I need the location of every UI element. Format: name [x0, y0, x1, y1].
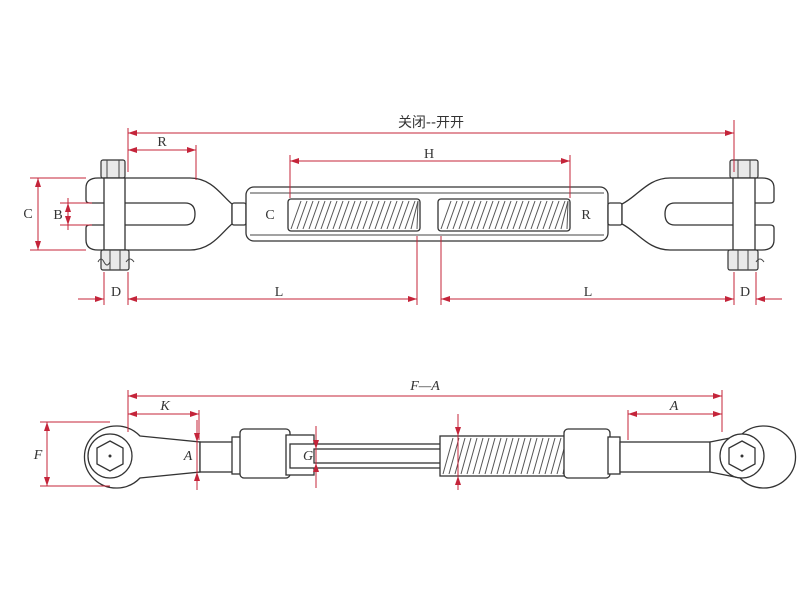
thread-line [530, 200, 542, 230]
thread-line [536, 200, 548, 230]
thread-line [548, 200, 560, 230]
thread-line [478, 437, 490, 475]
thread-line [494, 200, 506, 230]
thread-line [290, 200, 302, 230]
thread-line [410, 200, 419, 230]
thread-line [344, 200, 356, 230]
thread-line [464, 200, 476, 230]
left-jaw [85, 159, 247, 271]
thread-line [446, 200, 458, 230]
thread-line [296, 200, 308, 230]
thread-line [514, 437, 526, 475]
thread-line [524, 200, 536, 230]
nut-left [100, 249, 130, 271]
dim-label-b: B [53, 208, 62, 223]
dim-label-d-right: D [740, 285, 750, 300]
thread-line [314, 200, 326, 230]
thread-line [506, 200, 518, 230]
thread-line [308, 200, 320, 230]
thread-line [356, 200, 368, 230]
thread-line [476, 200, 488, 230]
thread-line [482, 200, 494, 230]
dim-label-r-left: R [157, 135, 167, 150]
nut-right [727, 249, 759, 271]
thread-line [452, 200, 464, 230]
thread-line [538, 437, 550, 475]
thread-line [550, 437, 562, 475]
thread-line [488, 200, 500, 230]
thread-line [368, 200, 380, 230]
thread-line [320, 200, 332, 230]
thread-line [458, 200, 470, 230]
thread-line [508, 437, 520, 475]
dim-label-g: G [303, 449, 313, 464]
dim-label-r-body: R [581, 208, 591, 223]
thread-line [302, 200, 314, 230]
overall-length-label-bottom: F—A [409, 379, 440, 394]
bottom-dimensions [40, 390, 723, 490]
thread-line [460, 437, 472, 475]
thread-line [380, 200, 392, 230]
overall-length-label: 关闭--开开 [398, 115, 464, 131]
thread-line [448, 437, 460, 475]
thread-line [560, 200, 569, 230]
turnbuckle-body [245, 186, 609, 242]
right-jaw [607, 159, 775, 271]
top-dimensions [30, 120, 782, 305]
thread-line [398, 200, 410, 230]
thread-line [500, 200, 512, 230]
bottom-view: F—A K A F A G [33, 379, 797, 490]
thread-window-left [287, 198, 421, 232]
thread-line [520, 437, 532, 475]
top-view: 关闭--开开 R H C B C R D L L D [23, 115, 782, 305]
thread-line [470, 200, 482, 230]
dim-label-k: K [159, 399, 170, 414]
thread-line [442, 437, 454, 475]
dim-label-d-left: D [111, 285, 121, 300]
thread-line [440, 200, 452, 230]
thread-line [490, 437, 502, 475]
thread-line [554, 200, 566, 230]
dim-label-l-left: L [275, 285, 284, 300]
dim-label-l-right: L [584, 285, 593, 300]
thread-line [392, 200, 404, 230]
thread-line [526, 437, 538, 475]
thread-line [566, 200, 569, 230]
right-eye [619, 425, 797, 489]
thread-line [502, 437, 514, 475]
thread-line [350, 200, 362, 230]
thread-line [496, 437, 508, 475]
left-eye [83, 425, 241, 489]
thread-line [454, 437, 466, 475]
thread-line [544, 437, 556, 475]
thread-line [404, 200, 416, 230]
thread-line [386, 200, 398, 230]
eye-body [231, 428, 621, 479]
dim-label-h: H [424, 147, 434, 162]
thread-line [416, 200, 419, 230]
thread-line [332, 200, 344, 230]
thread-line [518, 200, 530, 230]
thread-line [512, 200, 524, 230]
dim-label-a-right: A [669, 399, 679, 414]
thread-line [338, 200, 350, 230]
thread-line [532, 437, 544, 475]
pin-head-left [100, 159, 126, 179]
thread-line [484, 437, 496, 475]
thread-window-right [437, 198, 571, 232]
thread-line [542, 200, 554, 230]
thread-line [466, 437, 478, 475]
thread-line [374, 200, 386, 230]
dim-label-c-outer: C [23, 207, 32, 222]
thread-line [472, 437, 484, 475]
dim-label-a-vertical: A [183, 449, 193, 464]
thread-line [362, 200, 374, 230]
thread-line [326, 200, 338, 230]
dim-label-f: F [33, 448, 43, 463]
dim-label-c-body: C [265, 208, 274, 223]
